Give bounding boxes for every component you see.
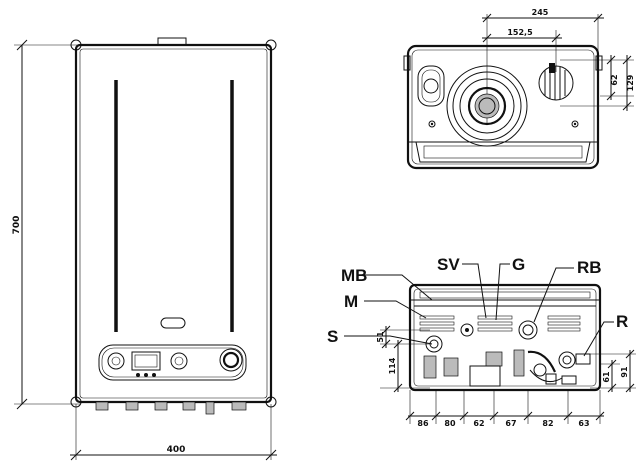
width-dimension: 400 [70,404,277,461]
bottom-dim-right-outer: 91 [620,366,629,378]
top-view-outline [406,44,600,170]
top-dim-right-inner: 62 [610,74,619,85]
bottom-dim-5: 82 [542,419,553,428]
front-view: 700 [12,37,277,461]
callout-r: R [616,312,628,331]
height-dimension: 700 [12,39,80,410]
bottom-fittings [95,401,247,415]
bottom-dim-6: 63 [578,419,589,428]
callout-rb: RB [577,258,602,277]
bottom-dim-right-inner: 61 [602,371,611,383]
vent-slots [419,315,581,332]
callout-leaders [344,263,614,357]
top-dim-right-outer: 129 [626,74,635,91]
top-view: 245 152,5 129 62 [403,8,635,170]
bottom-view: MB M S SV G RB R 51 114 61 91 [327,255,636,428]
bottom-dim-3: 62 [473,419,484,428]
bottom-dim-left-lower: 114 [388,357,397,374]
bottom-dim-1: 86 [417,419,429,428]
bottom-view-outline [408,283,602,392]
main-knob [219,348,243,372]
width-label: 400 [167,445,186,455]
front-badge [160,317,186,329]
air-intake [538,65,574,101]
bottom-dim-4: 67 [505,419,516,428]
pipe-connections [423,349,591,387]
bottom-dim-left-upper: 51 [376,331,385,343]
flue-outer [446,65,528,147]
height-label: 700 [12,216,22,235]
callout-s: S [327,327,338,346]
bottom-dimension-chain: 86 80 62 67 82 63 [405,390,605,428]
control-panel [98,344,247,381]
display-screen [131,351,161,371]
callout-g: G [512,255,525,274]
bottom-dim-2: 80 [444,419,456,428]
callout-sv: SV [437,255,460,274]
top-dim-center: 152,5 [507,28,533,37]
callout-mb: MB [341,266,367,285]
top-dim-total: 245 [532,8,549,17]
callout-m: M [344,292,358,311]
